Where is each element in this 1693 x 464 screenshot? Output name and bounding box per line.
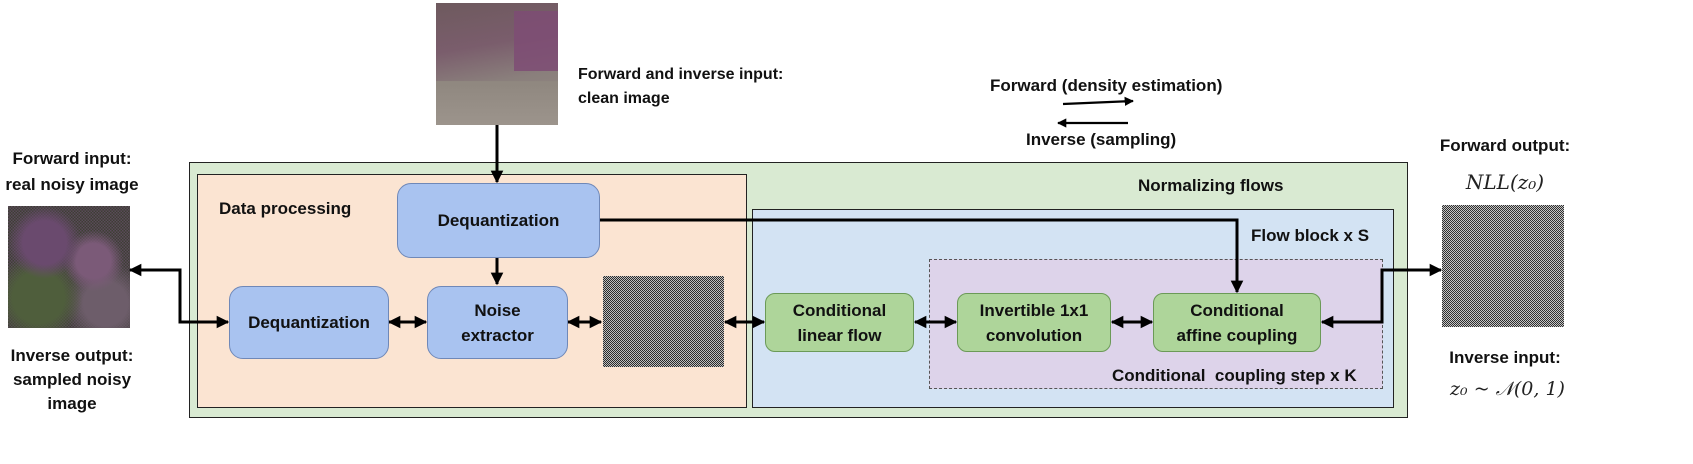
- right-forward-math: NLL(z₀): [1465, 170, 1545, 194]
- data-processing-title: Data processing: [219, 199, 352, 218]
- clean-image-magenta-patch: [514, 11, 558, 71]
- clean-image: [436, 3, 558, 125]
- affine-coupling-node: Conditional affine coupling: [1153, 293, 1321, 352]
- left-inverse-line2: sampled noisy: [12, 370, 132, 389]
- left-inverse-line3: image: [47, 394, 97, 413]
- right-inverse-label: Inverse input:: [1449, 348, 1561, 367]
- noise-extractor-line1: Noise: [474, 300, 521, 320]
- noise-extractor-node: Noise extractor: [427, 286, 568, 359]
- legend-forward-arrow: [1062, 96, 1134, 106]
- right-inverse-math: z₀ ~ 𝒩(0, 1): [1450, 378, 1565, 400]
- top-input-label-line1: Forward and inverse input:: [578, 66, 784, 83]
- arrow-image-dequant: [128, 263, 230, 329]
- left-inverse-label: Inverse output: sampled noisy image: [0, 344, 144, 416]
- conditional-linear-flow-line2: linear flow: [797, 325, 882, 345]
- legend-inverse-label: Inverse (sampling): [1026, 130, 1177, 149]
- invertible-conv-line2: convolution: [985, 325, 1083, 345]
- conditional-linear-flow-node: Conditional linear flow: [765, 293, 914, 352]
- conditional-linear-flow-line1: Conditional: [792, 300, 887, 320]
- left-forward-label: Forward input: real noisy image: [0, 146, 144, 198]
- top-input-label-line2: clean image: [578, 90, 670, 107]
- left-forward-line2: real noisy image: [5, 175, 139, 194]
- legend-forward-label: Forward (density estimation): [990, 76, 1223, 95]
- right-forward-label: Forward output:: [1439, 136, 1571, 155]
- left-forward-line1: Forward input:: [12, 149, 132, 168]
- affine-coupling-line1: Conditional: [1190, 300, 1284, 320]
- latent-noise-image: [603, 276, 724, 367]
- coupling-step-title: Conditional coupling step x K: [1112, 366, 1357, 385]
- top-input-label: Forward and inverse input: clean image: [578, 63, 783, 111]
- output-noise-image: [1442, 205, 1564, 327]
- clean-image-lower-band: [436, 81, 558, 125]
- flow-block-title: Flow block x S: [1251, 226, 1370, 245]
- affine-coupling-line2: affine coupling: [1176, 325, 1298, 345]
- invertible-conv-node: Invertible 1x1 convolution: [957, 293, 1111, 352]
- dequantization-top-node: Dequantization: [397, 183, 600, 258]
- dequantization-bottom-node: Dequantization: [229, 286, 389, 359]
- invertible-conv-line1: Invertible 1x1: [979, 300, 1089, 320]
- normalizing-flows-title: Normalizing flows: [1138, 176, 1284, 195]
- left-inverse-line1: Inverse output:: [10, 346, 134, 365]
- arrow-affine-output: [1320, 263, 1443, 329]
- noise-extractor-line2: extractor: [461, 325, 534, 345]
- real-noisy-image: [8, 206, 130, 328]
- arrow-dequant-to-affine: [600, 218, 1244, 294]
